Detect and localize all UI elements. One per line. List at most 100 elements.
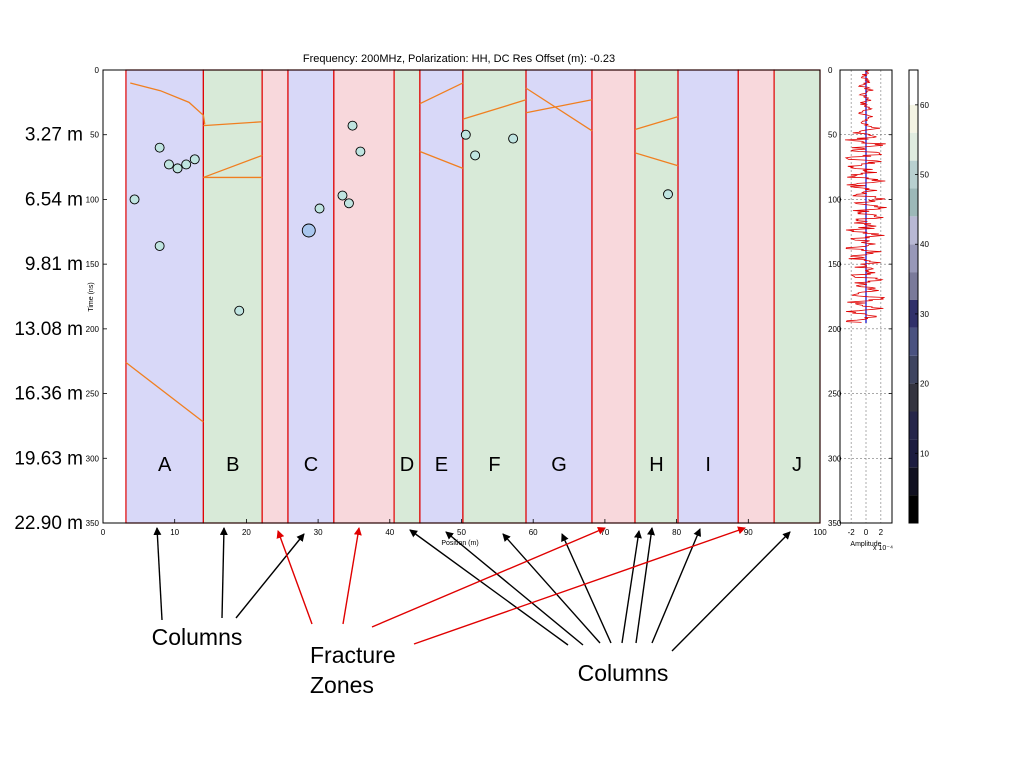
colorbar-band — [909, 411, 918, 440]
trace-y-tick-label: 300 — [828, 454, 842, 463]
pointer-arrow — [671, 531, 791, 652]
trace-x-label: Amplitude — [850, 541, 881, 548]
trace-x-tick-label: 0 — [864, 528, 869, 537]
y-tick-label: 150 — [86, 260, 100, 269]
data-point — [337, 190, 348, 201]
column-letter: H — [649, 454, 663, 476]
data-point — [129, 194, 140, 205]
trace-y-tick-label: 350 — [828, 519, 842, 528]
trace-line — [844, 69, 887, 323]
colorbar-band — [909, 299, 918, 328]
fracture-line — [462, 99, 527, 120]
x-tick-label: 40 — [385, 528, 394, 537]
depth-label: 9.81 m — [25, 254, 83, 275]
x-tick-label: 90 — [744, 528, 753, 537]
pointer-arrow — [561, 533, 612, 644]
pointer-arrow — [153, 527, 163, 621]
x-tick-label: 30 — [314, 528, 323, 537]
data-point — [508, 133, 519, 144]
column-zone — [462, 69, 527, 524]
depth-label: 6.54 m — [25, 189, 83, 210]
fracture-zones-label-line2: Zones — [310, 672, 374, 698]
column-letter: J — [792, 454, 802, 476]
column-letter: G — [551, 454, 567, 476]
colorbar-band — [909, 244, 918, 273]
x-tick-label: 0 — [101, 528, 106, 537]
trace-y-tick-label: 100 — [828, 195, 842, 204]
colorbar-band — [909, 327, 918, 356]
trace-exponent: x 10⁻⁴ — [873, 545, 893, 552]
data-point — [172, 163, 183, 174]
data-point — [460, 129, 471, 140]
y-tick-label: 250 — [86, 390, 100, 399]
column-letter: B — [226, 454, 239, 476]
fracture-zone — [261, 69, 289, 524]
y-tick-label: 100 — [86, 195, 100, 204]
y-tick-label: 300 — [86, 454, 100, 463]
depth-labels: 3.27 m6.54 m9.81 m13.08 m16.36 m19.63 m2… — [14, 125, 83, 534]
colorbar-band — [909, 216, 918, 245]
chart-title: Frequency: 200MHz, Polarization: HH, DC … — [303, 53, 615, 65]
pointer-arrow — [445, 531, 584, 646]
pointer-arrow — [235, 533, 305, 619]
y-tick-label: 350 — [86, 519, 100, 528]
colorbar-band — [909, 355, 918, 384]
colorbar-tick-label: 10 — [920, 449, 929, 458]
fracture-zones-label-line1: Fracture — [310, 642, 396, 668]
colorbar-band — [909, 160, 918, 189]
colorbar-tick-label: 60 — [920, 101, 929, 110]
data-point — [164, 159, 174, 170]
data-point — [347, 120, 358, 131]
data-point — [663, 189, 673, 200]
colorbar-band — [909, 104, 918, 133]
y-tick-label: 50 — [90, 131, 99, 140]
colorbar-band — [909, 188, 918, 217]
y-tick-label: 0 — [95, 66, 100, 75]
columns-right-label: Columns — [578, 660, 669, 686]
x-tick-label: 50 — [457, 528, 466, 537]
x-tick-label: 10 — [170, 528, 179, 537]
y-tick-label: 200 — [86, 325, 100, 334]
data-point — [234, 305, 245, 316]
column-zone — [677, 69, 739, 524]
fracture-line — [203, 154, 263, 179]
trace-frame — [839, 69, 893, 524]
depth-label: 16.36 m — [14, 384, 83, 405]
columns-left-label: Columns — [152, 624, 243, 650]
colorbar-band — [909, 70, 918, 105]
pointer-arrow — [409, 529, 569, 646]
trace-y-tick-label: 250 — [828, 390, 842, 399]
colorbar-band — [909, 467, 918, 496]
colorbar-band — [909, 383, 918, 412]
colorbar-bands — [909, 70, 918, 523]
data-point — [355, 146, 366, 157]
data-point — [154, 241, 165, 251]
column-zone — [125, 69, 204, 524]
fracture-line — [419, 82, 464, 105]
fracture-line — [525, 87, 593, 132]
fracture-line — [419, 150, 464, 169]
y-axis-label: Time (ns) — [88, 282, 95, 311]
data-point — [343, 198, 354, 209]
fracture-line — [634, 152, 679, 167]
x-tick-label: 80 — [672, 528, 681, 537]
fracture-line — [634, 115, 679, 131]
depth-label: 19.63 m — [14, 448, 83, 469]
column-letter: A — [158, 454, 172, 476]
depth-label: 13.08 m — [14, 319, 83, 340]
zones-layer — [125, 69, 821, 524]
data-point — [154, 142, 165, 153]
colorbar-tick-label: 20 — [920, 380, 929, 389]
pointer-arrow — [635, 527, 655, 644]
fracture-pointer-arrow — [276, 530, 313, 625]
data-point — [189, 154, 200, 165]
depth-label: 22.90 m — [14, 513, 83, 534]
colorbar-band — [909, 132, 918, 161]
colorbar-tick-label: 30 — [920, 310, 929, 319]
annotation-arrows — [153, 526, 791, 652]
pointer-arrow — [502, 533, 601, 644]
